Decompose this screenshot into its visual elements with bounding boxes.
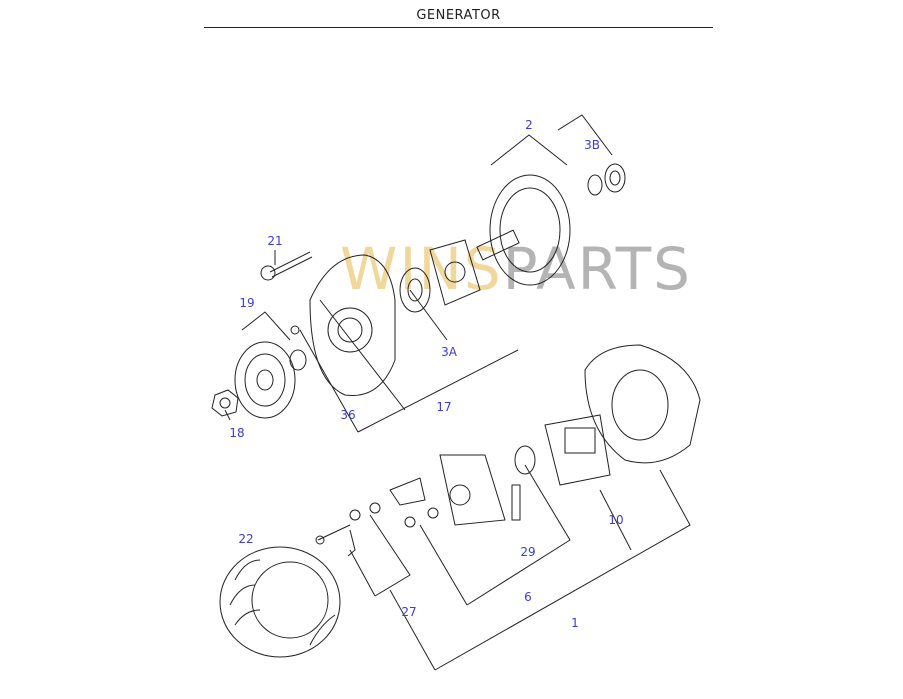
watermark-part2: PARTS <box>502 235 692 303</box>
pulley-part <box>234 341 307 419</box>
callout-6[interactable]: 6 <box>524 590 532 604</box>
bolt-part <box>260 251 313 281</box>
retainer-plate-part <box>429 239 481 306</box>
brush-part <box>511 484 521 521</box>
brush-holder-part <box>389 454 506 526</box>
nut-part <box>211 389 239 417</box>
leader-lines <box>224 114 691 671</box>
callout-1[interactable]: 1 <box>571 616 579 630</box>
callout-29[interactable]: 29 <box>520 545 536 559</box>
callout-3a[interactable]: 3A <box>441 345 457 359</box>
rear-housing-part <box>584 344 701 464</box>
snap-ring-part <box>514 445 536 475</box>
title-rule <box>204 27 713 28</box>
screws-part <box>315 502 439 557</box>
callout-2[interactable]: 2 <box>525 118 533 132</box>
rectifier-part <box>544 414 611 486</box>
bearing-part <box>399 267 431 313</box>
front-housing-part <box>290 254 396 397</box>
diagram-title: GENERATOR <box>416 8 501 23</box>
callout-36[interactable]: 36 <box>340 408 356 422</box>
callout-3b[interactable]: 3B <box>584 138 600 152</box>
callout-10[interactable]: 10 <box>608 513 624 527</box>
rotor-part <box>476 163 626 286</box>
stator-part <box>219 546 341 658</box>
callout-19[interactable]: 19 <box>239 296 255 310</box>
callout-18[interactable]: 18 <box>229 426 245 440</box>
callout-27[interactable]: 27 <box>401 605 417 619</box>
callout-22[interactable]: 22 <box>238 532 254 546</box>
callout-17[interactable]: 17 <box>436 400 452 414</box>
callout-21[interactable]: 21 <box>267 234 283 248</box>
